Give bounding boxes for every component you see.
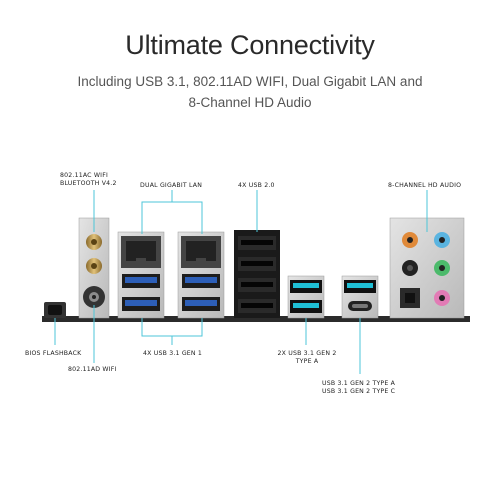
usb31-gen2-typea-typec-stack — [341, 275, 379, 319]
label-usb31-typea-typec: USB 3.1 GEN 2 TYPE A USB 3.1 GEN 2 TYPE … — [322, 380, 395, 396]
lan-stack-2 — [177, 231, 225, 319]
subtitle-line-1: Including USB 3.1, 802.11AD WIFI, Dual G… — [77, 74, 423, 89]
callout-lines — [54, 190, 428, 374]
lan-stack-1 — [117, 231, 165, 319]
label-usb31-gen2: 2X USB 3.1 GEN 2 TYPE A — [272, 350, 342, 366]
audio-block — [389, 217, 465, 319]
usb20-stack — [234, 230, 280, 318]
wifi-antenna-block — [78, 217, 110, 319]
label-usb20: 4X USB 2.0 — [238, 182, 275, 189]
bios-flashback-button — [44, 302, 66, 318]
label-usb31-typea: USB 3.1 GEN 2 TYPE A — [322, 380, 396, 387]
label-wifi-ac-line2: BLUETOOTH V4.2 — [60, 180, 117, 187]
label-usb31-typec: USB 3.1 GEN 2 TYPE C — [322, 388, 396, 395]
page-title: Ultimate Connectivity — [125, 30, 375, 60]
label-wifi-ac-line1: 802.11AC WIFI — [60, 172, 108, 179]
label-bios-flashback: BIOS FLASHBACK — [25, 350, 82, 357]
label-wifi-ac: 802.11AC WIFI BLUETOOTH V4.2 — [60, 172, 117, 188]
label-audio: 8-CHANNEL HD AUDIO — [388, 182, 462, 189]
label-wifi-ad: 802.11AD WIFI — [68, 366, 117, 373]
label-usb31-gen2-line1: 2X USB 3.1 GEN 2 — [277, 350, 337, 357]
io-bottom-rail — [42, 316, 470, 322]
label-usb31-gen1: 4X USB 3.1 GEN 1 — [143, 350, 203, 357]
label-usb31-gen2-line2: TYPE A — [295, 358, 319, 365]
page-subtitle: Including USB 3.1, 802.11AD WIFI, Dual G… — [40, 71, 460, 113]
label-dual-lan: DUAL GIGABIT LAN — [140, 182, 203, 189]
subtitle-line-2: 8-Channel HD Audio — [188, 95, 312, 110]
usb31-gen2-typea-stack — [287, 275, 325, 319]
